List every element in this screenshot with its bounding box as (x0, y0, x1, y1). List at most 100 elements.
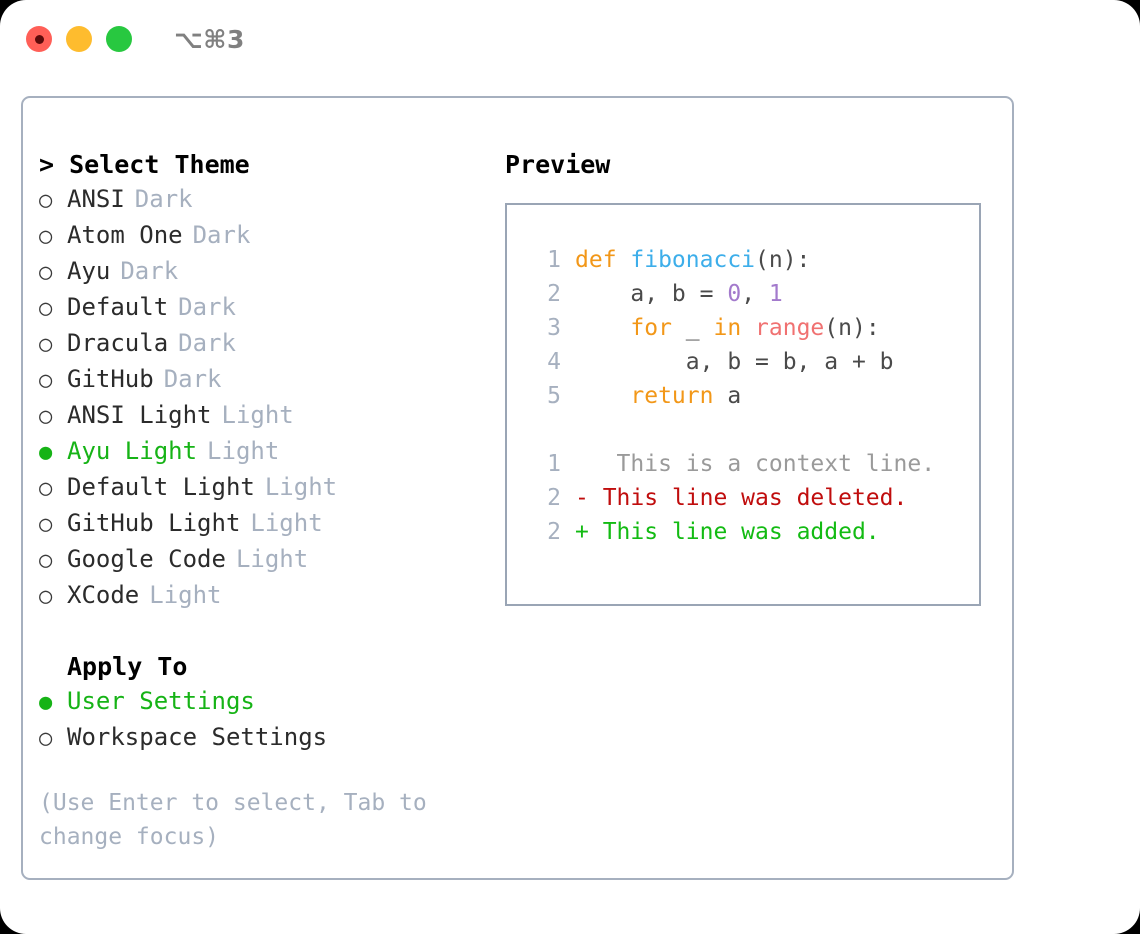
radio-unselected-icon: ○ (39, 512, 53, 537)
diff-content: This line was added. (588, 519, 880, 545)
theme-option-tag: Light (149, 581, 222, 609)
diff-line-deleted: 2 - This line was deleted. (525, 481, 979, 515)
diff-marker: + (575, 519, 589, 545)
theme-option-google-code[interactable]: ○ Google Code Light (39, 542, 493, 578)
line-number: 4 (547, 349, 561, 375)
diff-marker: - (575, 485, 589, 511)
theme-option-tag: Dark (192, 221, 251, 249)
theme-option-tag: Dark (178, 293, 236, 321)
code-content: for _ in range(n): (575, 311, 879, 345)
keyboard-hint-text: (Use Enter to select, Tab to change focu… (39, 790, 427, 850)
radio-unselected-icon: ○ (39, 476, 53, 501)
diff-marker (575, 447, 589, 481)
traffic-lights (26, 26, 132, 52)
theme-option-tag: Light (207, 437, 280, 465)
theme-option-label: Google Code (67, 545, 226, 573)
preview-title: Preview (505, 150, 611, 179)
radio-unselected-icon: ○ (39, 726, 53, 751)
line-number: 2 (547, 519, 561, 545)
code-content: a, b = 0, 1 (575, 277, 783, 311)
minimize-button[interactable] (66, 26, 92, 52)
theme-option-label: XCode (67, 581, 140, 609)
theme-list-column: > Select Theme ○ ANSI Dark ○ Atom One Da… (23, 98, 493, 878)
code-line: 2 a, b = 0, 1 (525, 277, 979, 311)
theme-option-dracula-dark[interactable]: ○ Dracula Dark (39, 326, 493, 362)
apply-option-label: User Settings (67, 687, 255, 715)
code-content: a, b = b, a + b (575, 345, 894, 379)
code-line: 4 a, b = b, a + b (525, 345, 979, 379)
preview-column: Preview 1 def fibonacci(n): 2 a, b = 0, … (493, 98, 1012, 878)
recording-indicator-icon (34, 34, 44, 44)
theme-option-label: Default (67, 293, 169, 321)
code-token (741, 315, 755, 341)
radio-unselected-icon: ○ (39, 188, 53, 213)
theme-picker-panel: > Select Theme ○ ANSI Dark ○ Atom One Da… (21, 96, 1014, 880)
title-bar: ⌥⌘3 (0, 0, 1140, 78)
code-token: def (575, 247, 631, 273)
theme-option-tag: Dark (120, 257, 179, 285)
close-button[interactable] (26, 26, 52, 52)
theme-option-tag: Light (221, 401, 294, 429)
radio-unselected-icon: ○ (39, 584, 53, 609)
theme-option-tag: Light (235, 545, 309, 573)
line-number: 1 (547, 451, 561, 477)
code-token (575, 315, 630, 341)
radio-unselected-icon: ○ (39, 296, 53, 321)
code-content: def fibonacci(n): (575, 243, 810, 277)
theme-option-default-dark[interactable]: ○ Default Dark (39, 290, 493, 326)
radio-selected-icon: ● (39, 690, 53, 715)
theme-option-xcode[interactable]: ○ XCode Light (39, 578, 493, 614)
code-token (575, 383, 630, 409)
theme-option-tag: Dark (163, 365, 222, 393)
line-number: 3 (547, 315, 561, 341)
diff-content: This is a context line. (588, 451, 936, 477)
radio-unselected-icon: ○ (39, 260, 53, 285)
code-token: 1 (768, 281, 783, 307)
theme-option-label: ANSI (67, 185, 125, 213)
code-token: a (713, 383, 742, 409)
theme-option-default-light[interactable]: ○ Default Light Light (39, 470, 493, 506)
theme-option-atom-one-dark[interactable]: ○ Atom One Dark (39, 218, 493, 254)
radio-unselected-icon: ○ (39, 368, 53, 393)
line-number: 5 (547, 383, 561, 409)
hint-spacer (39, 756, 493, 786)
code-token: (n): (755, 247, 811, 273)
code-token: for (630, 315, 672, 341)
theme-option-ansi-dark[interactable]: ○ ANSI Dark (39, 182, 493, 218)
theme-option-label: Ayu Light (67, 437, 198, 465)
theme-option-ayu-dark[interactable]: ○ Ayu Dark (39, 254, 493, 290)
code-token: return (630, 383, 714, 409)
apply-to-header: Apply To (67, 652, 188, 681)
code-token: , (741, 281, 769, 307)
select-theme-header: > Select Theme (39, 150, 250, 179)
code-token: a, b = (575, 281, 728, 307)
code-content: return a (575, 379, 741, 413)
theme-option-tag: Dark (178, 329, 236, 357)
radio-unselected-icon: ○ (39, 404, 53, 429)
theme-option-tag: Light (250, 509, 323, 537)
theme-option-label: Atom One (67, 221, 183, 249)
line-number: 2 (547, 281, 561, 307)
radio-unselected-icon: ○ (39, 224, 53, 249)
theme-option-ayu-light[interactable]: ● Ayu Light Light (39, 434, 493, 470)
theme-option-label: Dracula (67, 329, 169, 357)
diff-sample: 1 This is a context line. 2 - This line … (525, 447, 979, 549)
code-token: fibonacci (630, 247, 756, 273)
diff-content: This line was deleted. (588, 485, 908, 511)
theme-option-label: GitHub (67, 365, 154, 393)
line-number: 1 (547, 247, 561, 273)
keyboard-shortcut-label: ⌥⌘3 (174, 24, 245, 54)
preview-box: 1 def fibonacci(n): 2 a, b = 0, 1 3 for … (505, 203, 981, 606)
maximize-button[interactable] (106, 26, 132, 52)
apply-option-user-settings[interactable]: ● User Settings (39, 684, 493, 720)
code-line: 1 def fibonacci(n): (525, 243, 979, 277)
theme-option-github-dark[interactable]: ○ GitHub Dark (39, 362, 493, 398)
apply-option-workspace-settings[interactable]: ○ Workspace Settings (39, 720, 493, 756)
theme-option-ansi-light[interactable]: ○ ANSI Light Light (39, 398, 493, 434)
code-token: _ (671, 315, 714, 341)
code-token: a, b = b, a + b (575, 349, 894, 375)
theme-option-github-light[interactable]: ○ GitHub Light Light (39, 506, 493, 542)
code-token: range (755, 315, 825, 341)
code-line: 5 return a (525, 379, 979, 413)
